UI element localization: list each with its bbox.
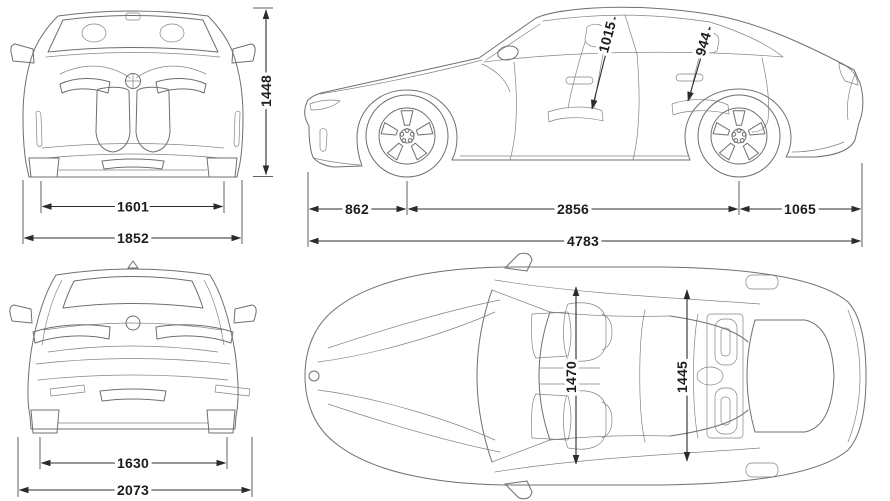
reflector-left [49, 384, 86, 397]
roundel-quarters [125, 73, 141, 89]
dim-rear-track: 1630 [117, 455, 149, 471]
side-mirror-right [231, 43, 256, 64]
hood-line [319, 59, 483, 95]
front-body-outline [22, 10, 244, 178]
roof-side-edges [549, 311, 671, 441]
windshield [47, 15, 219, 53]
bumper-slot [319, 128, 328, 152]
rear-body-outline [27, 268, 239, 430]
diffuser [99, 388, 167, 402]
rocker-line [312, 155, 689, 166]
front-tire-left [28, 157, 60, 178]
kidney-grille-right [135, 86, 171, 153]
side-body-outline [304, 6, 864, 168]
hood-creases [59, 65, 207, 79]
taillight-top-right [745, 462, 779, 478]
taillight-left [32, 324, 111, 344]
roof-inner-line [542, 14, 784, 58]
top-dimensions: 1470 1445 [560, 286, 694, 465]
headlight-right [155, 78, 207, 94]
top-body-outline [304, 266, 867, 486]
mirror-right [233, 304, 257, 324]
a-pillars [491, 289, 551, 463]
bmw-roundel-rear [125, 315, 141, 331]
dim-overall-height: 1448 [258, 75, 274, 107]
rear-car-drawing [9, 260, 257, 434]
rear-window [62, 276, 204, 309]
trunk-seam [47, 345, 219, 353]
mirror-left [9, 304, 33, 324]
cowl-line [45, 52, 221, 58]
side-mirror [497, 45, 519, 61]
top-car-drawing [304, 252, 867, 500]
front-dimensions: 1448 1601 1852 [22, 7, 278, 250]
front-wheel [365, 94, 449, 178]
dim-width-with-mirrors: 2073 [117, 482, 149, 498]
front-seats-top [531, 302, 613, 450]
rear-dimensions: 1630 2073 [17, 437, 253, 501]
mirror-top [504, 252, 533, 272]
door-handle-rear [675, 73, 704, 82]
windshield-a-pillar [485, 23, 541, 61]
front-tire-right [206, 157, 238, 178]
front-view: 1448 1601 1852 [10, 7, 278, 250]
roof-front-arc [538, 311, 551, 441]
door-handle-front [565, 76, 594, 85]
rear-wheel [697, 94, 781, 178]
dim-rear-headroom: 944 [692, 30, 714, 57]
side-intake-right [233, 110, 241, 147]
side-view: 1015 944 862 2856 1065 4783 [304, 6, 864, 250]
fascia-lines [41, 143, 225, 171]
headlight-left [59, 78, 111, 94]
dim-overall-width: 1852 [117, 230, 149, 246]
dim-wheelbase: 2856 [557, 201, 589, 217]
dim-front-interior-width: 1470 [563, 361, 579, 393]
side-intake-left [35, 110, 43, 147]
door-seams [509, 53, 770, 161]
shoulder-lines-top [494, 279, 761, 473]
b-pillar [624, 14, 638, 55]
side-car-drawing [304, 6, 864, 178]
cowl-arc [476, 289, 493, 463]
tail-details [791, 62, 859, 153]
trunk-lid [746, 319, 835, 433]
headrest-left [81, 23, 107, 43]
rear-bench-top [639, 309, 744, 443]
rear-glass-edges [669, 315, 749, 437]
rear-tire-right [206, 409, 236, 434]
headrest-right [159, 23, 185, 43]
rear-tire-left [30, 409, 60, 434]
beltline [483, 51, 784, 63]
front-car-drawing [10, 10, 256, 178]
bmw-roundel-top [308, 370, 320, 382]
bumper-lines [35, 358, 231, 424]
dim-rear-interior-width: 1445 [674, 361, 690, 393]
hood-lines [317, 299, 501, 453]
kidney-grille-left [95, 86, 131, 153]
mirror-bottom [504, 480, 533, 500]
rear-view: 1630 2073 [9, 260, 257, 501]
tail-edges [847, 309, 861, 443]
dim-front-track: 1601 [117, 199, 149, 215]
reflector-right [214, 384, 251, 397]
headlight-profile [309, 99, 341, 111]
dim-overall-length: 4783 [567, 233, 599, 249]
center-intake [101, 158, 165, 170]
shoulder-lines [41, 279, 225, 346]
side-mirror-left [10, 43, 35, 64]
taillight-top-left [745, 274, 779, 290]
top-view: 1470 1445 [304, 252, 867, 500]
dim-rear-overhang: 1065 [784, 201, 816, 217]
decklid-line [43, 322, 223, 331]
taillight-right [155, 324, 234, 344]
rearview-mirror [125, 12, 141, 21]
antenna-fin [127, 260, 139, 269]
dim-front-overhang: 862 [345, 201, 369, 217]
side-dimensions: 1015 944 862 2856 1065 4783 [307, 16, 863, 250]
